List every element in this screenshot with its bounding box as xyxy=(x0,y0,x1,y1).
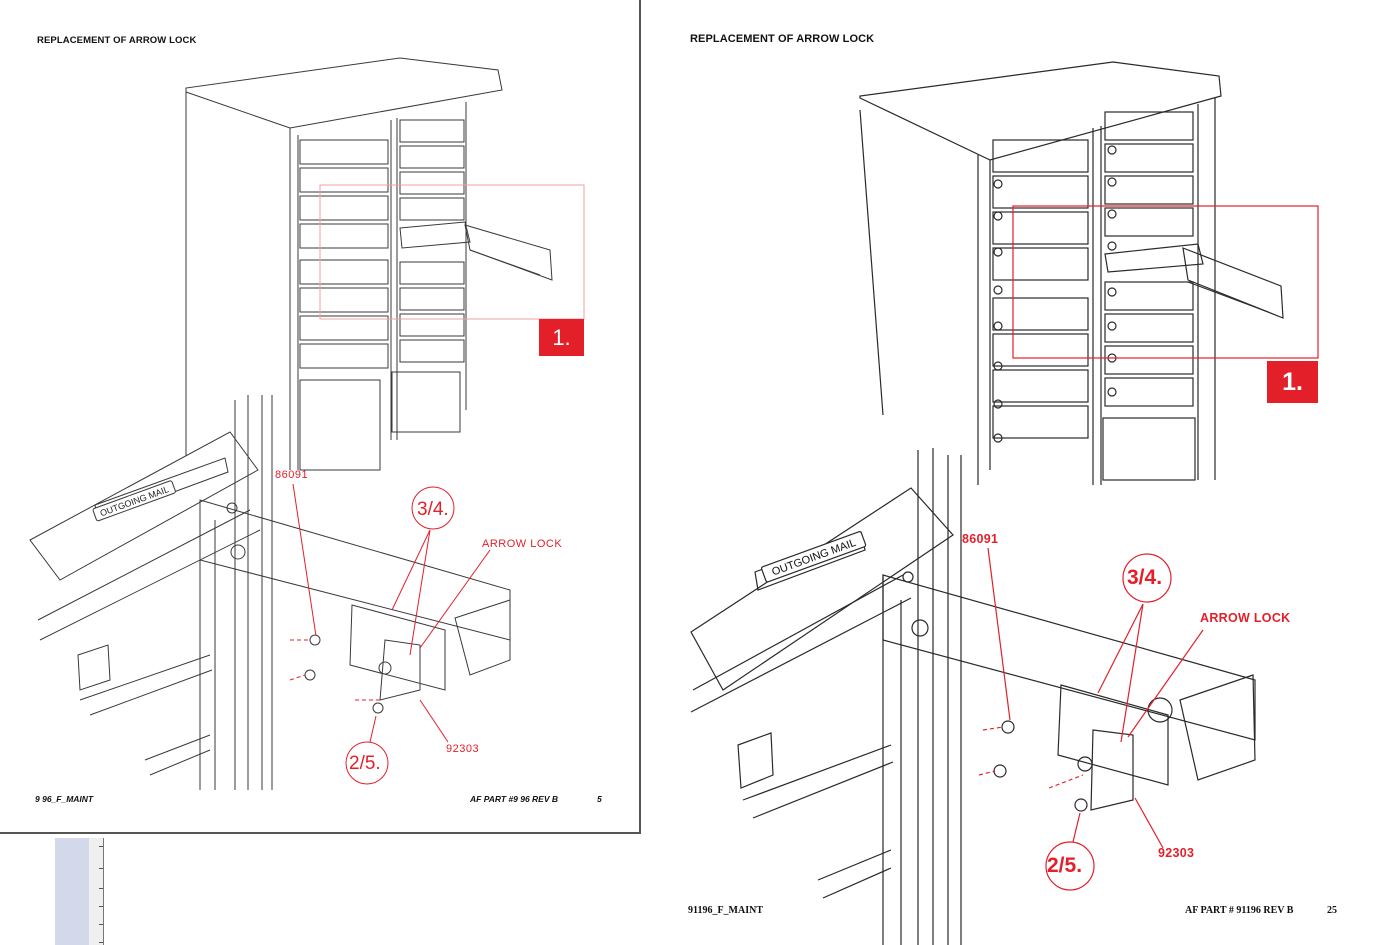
left-step-34: 3/4. xyxy=(417,499,449,520)
right-step-34: 3/4. xyxy=(1127,566,1163,589)
right-part-86091: 86091 xyxy=(962,532,999,546)
left-step-25: 2/5. xyxy=(349,753,381,774)
left-part-92303: 92303 xyxy=(446,743,480,755)
left-footer-doc: 9 96_F_MAINT xyxy=(35,794,94,804)
page-preview-left[interactable]: OUTGOING MAIL REPLACEMENT OF ARROW LOCK … xyxy=(0,0,641,834)
left-part-86091: 86091 xyxy=(275,469,309,481)
left-callout-1: 1. xyxy=(539,319,584,356)
vertical-ruler xyxy=(89,838,104,945)
right-illustration: OUTGOING MAIL xyxy=(690,61,1319,945)
left-footer-part: AF PART #9 96 REV B xyxy=(470,794,559,804)
left-footer-page: 5 xyxy=(597,794,602,804)
right-callout-1: 1. xyxy=(1267,361,1318,403)
right-page-header: REPLACEMENT OF ARROW LOCK xyxy=(690,33,875,45)
left-illustration: OUTGOING MAIL xyxy=(29,57,585,790)
right-footer-doc: 91196_F_MAINT xyxy=(688,905,763,916)
right-footer-page: 25 xyxy=(1327,905,1337,916)
right-part-92303: 92303 xyxy=(1158,846,1195,860)
right-footer-part: AF PART # 91196 REV B xyxy=(1185,905,1294,916)
right-arrow-lock-label: ARROW LOCK xyxy=(1200,611,1291,625)
thumbnail-panel[interactable] xyxy=(55,838,89,945)
left-arrow-lock-label: ARROW LOCK xyxy=(482,538,563,550)
left-page-header: REPLACEMENT OF ARROW LOCK xyxy=(37,35,197,46)
page-preview-right[interactable]: OUTGOING MAIL REPLACEMENT OF ARROW LOCK … xyxy=(643,0,1381,945)
right-step-25: 2/5. xyxy=(1047,854,1083,877)
